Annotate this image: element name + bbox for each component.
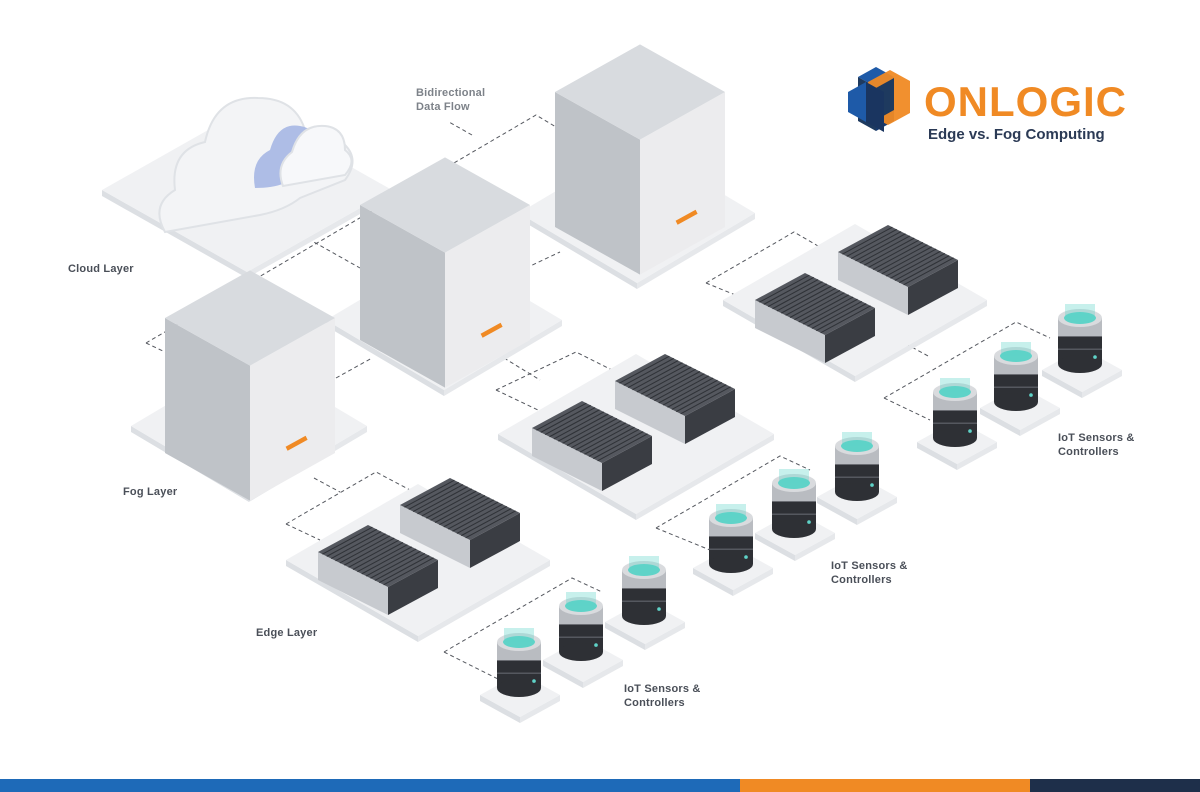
edge-gateway-bottom-b: [400, 478, 520, 568]
data-flow-links: [145, 114, 1051, 681]
link-fog-mid: [335, 357, 373, 379]
edge-gateway-bottom-a: [318, 525, 438, 615]
link-mid-iot-left: [655, 527, 711, 551]
link-fog-to-cloud-top: [145, 114, 567, 344]
link-mid-edge-top: [495, 351, 613, 391]
footer-bar-navy: [1030, 779, 1200, 792]
fog-server-middle: [360, 157, 530, 388]
iot-sensor-middle-3: [709, 504, 753, 573]
link-fog-edge: [313, 477, 341, 493]
data-flow-label: Bidirectional Data Flow: [416, 87, 486, 113]
edge-layer-label: Edge Layer: [256, 627, 318, 639]
iot-sensor-right-2: [994, 342, 1038, 411]
iot-sensors-label-bottom: IoT Sensors & Controllers: [624, 683, 701, 709]
link-mid-iot-top: [655, 455, 811, 529]
link-fog-right: [525, 251, 561, 269]
link-bottom-edge-top: [285, 471, 411, 525]
cloud-layer-label: Cloud Layer: [68, 263, 134, 275]
link-right-iot-a: [905, 343, 931, 358]
fog-server-left: [165, 270, 335, 501]
edge-gateway-right-a: [755, 273, 875, 363]
iot-sensor-right-3: [933, 378, 977, 447]
link-fogmid-edge: [503, 357, 541, 381]
edge-gateway-middle-b: [615, 354, 735, 444]
cloud-icon: [158, 96, 354, 234]
iot-sensor-middle-2: [772, 469, 816, 538]
iot-sensors-label-middle: IoT Sensors & Controllers: [831, 560, 908, 586]
link-bottom-iot-left: [443, 651, 501, 681]
link-bottom-iot-top: [443, 577, 603, 653]
iot-sensor-bottom-1: [622, 556, 666, 625]
diagram-title: Edge vs. Fog Computing: [928, 126, 1105, 143]
link-right-edge-left: [705, 282, 761, 306]
brand-name: ONLOGIC: [924, 78, 1127, 125]
footer-bar-blue: [0, 779, 740, 792]
edge-gateway-right-b: [838, 225, 958, 315]
iot-sensor-right-1: [1058, 304, 1102, 373]
link-cloud-to-fog: [295, 231, 361, 269]
fog-server-top: [555, 44, 725, 275]
iot-sensor-middle-1: [835, 432, 879, 501]
link-right-iot-top: [883, 321, 1051, 399]
flow-pointer-line: [448, 121, 473, 136]
footer-bar-orange: [740, 779, 1030, 792]
link-bottom-edge-left: [285, 523, 321, 541]
edge-gateway-middle-a: [532, 401, 652, 491]
link-right-iot-b: [883, 397, 931, 421]
iot-sensors-label-right: IoT Sensors & Controllers: [1058, 432, 1135, 458]
link-mid-edge-left: [495, 389, 539, 411]
iot-sensor-bottom-2: [559, 592, 603, 661]
iot-sensor-bottom-3: [497, 628, 541, 697]
onlogic-cube-icon: [848, 67, 910, 132]
fog-layer-label: Fog Layer: [123, 486, 178, 498]
diagram-objects: [102, 44, 1122, 723]
link-fog-left: [145, 342, 166, 353]
